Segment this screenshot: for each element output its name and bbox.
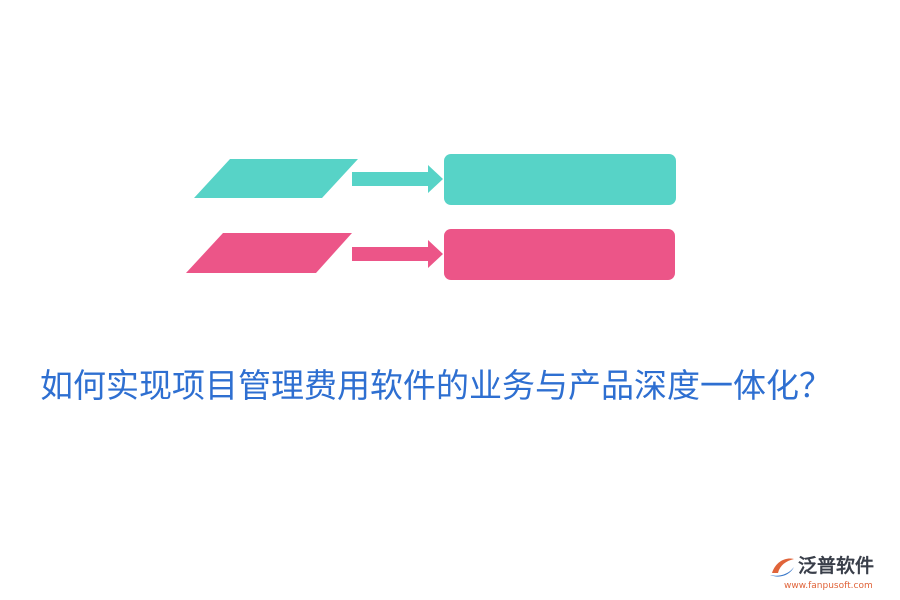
brand-url: www.fanpusoft.com bbox=[784, 581, 873, 591]
pink-box bbox=[444, 229, 675, 280]
pink-arrow bbox=[352, 240, 443, 268]
fanpu-logo-icon bbox=[770, 558, 794, 577]
headline-title: 如何实现项目管理费用软件的业务与产品深度一体化？ bbox=[40, 366, 832, 405]
teal-box bbox=[444, 154, 676, 205]
brand-name: 泛普软件 bbox=[798, 555, 875, 577]
teal-arrow bbox=[352, 165, 443, 193]
brand-watermark: 泛普软件 www.fanpusoft.com bbox=[768, 553, 894, 595]
pink-parallelogram bbox=[186, 233, 352, 273]
teal-parallelogram bbox=[194, 159, 358, 198]
